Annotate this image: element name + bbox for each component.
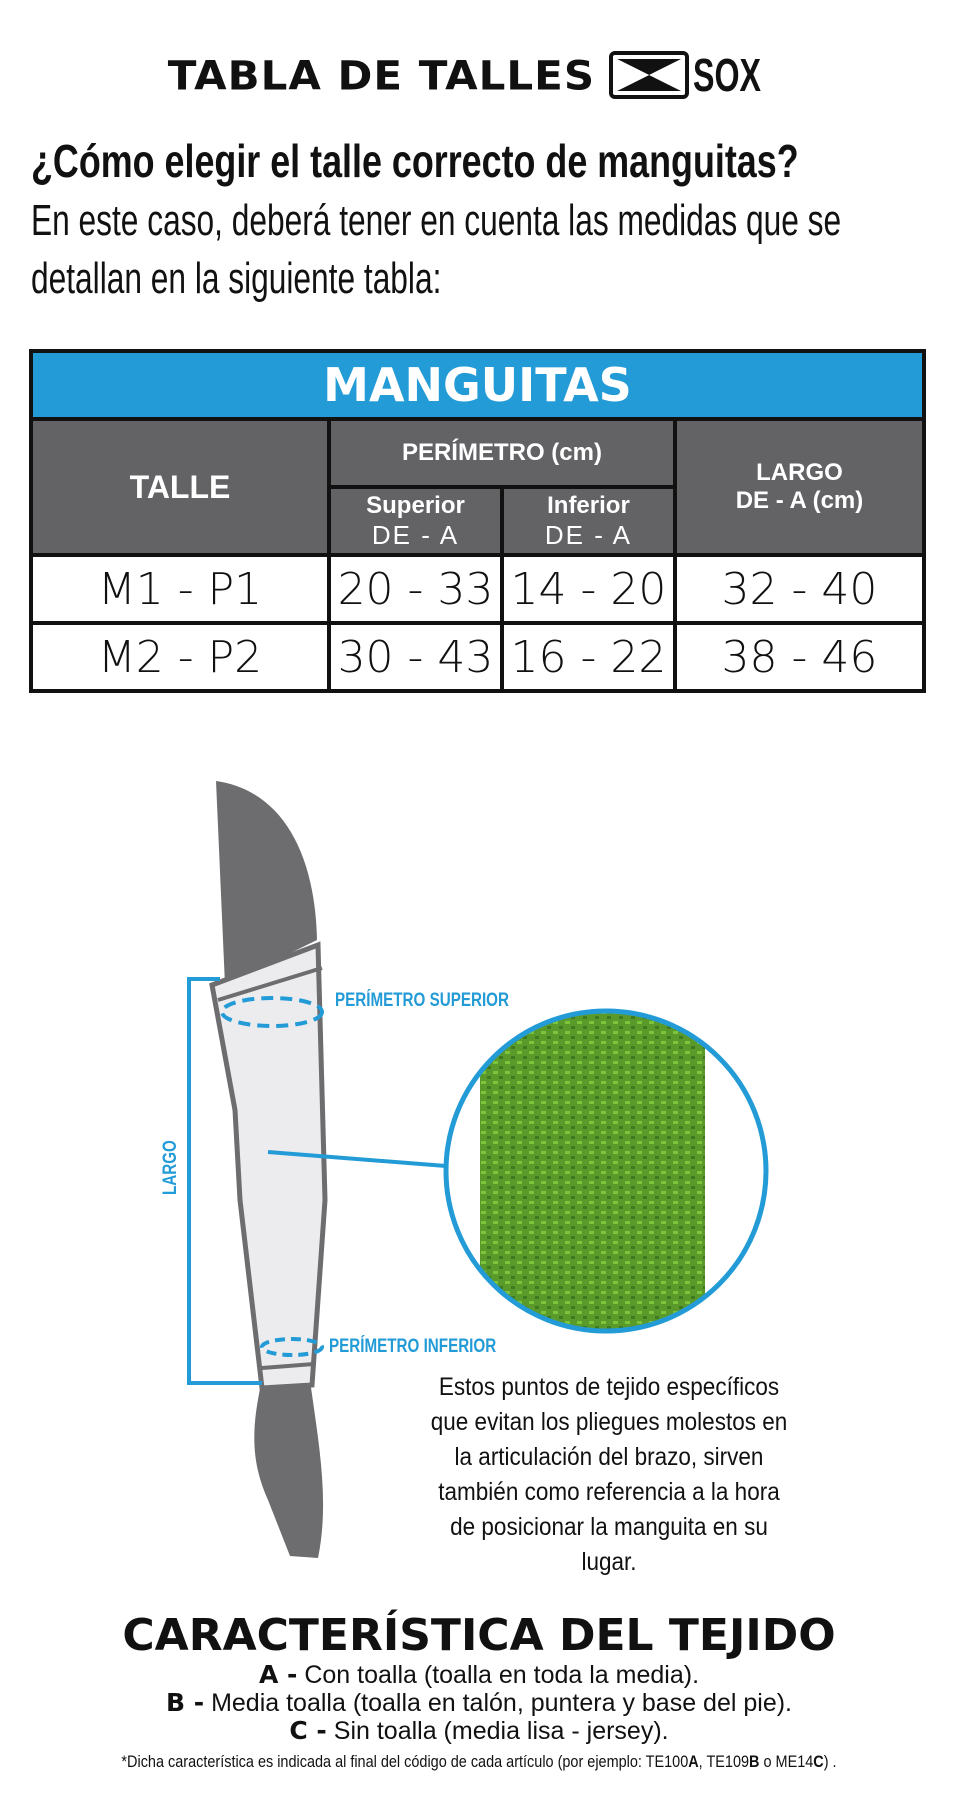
footnote-text: ) . [823,1752,837,1771]
largo-bracket [187,977,262,1385]
sox-logo: SOX [609,48,790,102]
perimeter-superior-marker [220,996,324,1028]
header-perimetro: PERÍMETRO (cm) [327,417,677,489]
feature-key: A - [258,1660,298,1689]
header-inferior-label: Inferior [547,491,630,519]
sox-logo-icon [609,51,690,99]
feature-text: Con toalla (toalla en toda la media). [304,1661,700,1689]
hand-shape [254,1380,324,1558]
footnote-text: o ME14 [759,1752,814,1771]
features-title: CARACTERÍSTICA DEL TEJIDO [122,1610,836,1661]
header-largo: LARGO DE - A (cm) [672,417,927,557]
feature-key: C - [289,1716,327,1745]
fabric-description: Estos puntos de tejido específicos que e… [430,1373,788,1576]
header-largo-sub: DE - A (cm) [735,487,864,514]
zoom-circle [443,1008,769,1334]
page-title: TABLA DE TALLES [167,51,596,99]
footnote-code: C [813,1752,824,1771]
cell-superior: 20 - 33 [327,553,504,625]
size-table: MANGUITAS TALLE PERÍMETRO (cm) LARGO DE … [29,349,927,693]
cell-largo: 32 - 40 [672,553,927,625]
fabric-closeup [446,1011,766,1331]
page-header: TABLA DE TALLES SOX [0,48,958,102]
cell-largo: 38 - 46 [672,621,927,693]
footnote-code: A [688,1752,699,1771]
table-row: M2 - P2 30 - 43 16 - 22 38 - 46 [29,621,927,693]
footnote-code: B [749,1752,760,1771]
label-perimetro-superior: PERÍMETRO SUPERIOR [335,990,509,1011]
feature-item: A - Con toalla (toalla en toda la media)… [0,1660,958,1690]
feature-item: B - Media toalla (toalla en talón, punte… [0,1688,958,1718]
cell-talle: M1 - P1 [29,553,331,625]
table-row: M1 - P1 20 - 33 14 - 20 32 - 40 [29,553,927,625]
header-largo-label: LARGO [756,459,843,486]
intro-text: En este caso, deberá tener en cuenta las… [31,196,842,303]
footnote: *Dicha característica es indicada al fin… [72,1752,886,1772]
perimeter-inferior-marker [260,1337,324,1357]
header-superior: Superior DE - A [327,485,504,557]
cell-superior: 30 - 43 [327,621,504,693]
sleeve-shape [209,941,328,1391]
header-superior-label: Superior [366,491,465,519]
header-inferior-range: DE - A [544,519,633,550]
cell-talle: M2 - P2 [29,621,331,693]
label-largo: LARGO [160,1140,181,1195]
question-heading: ¿Cómo elegir el talle correcto de mangui… [31,135,799,187]
feature-text: Media toalla (toalla en talón, puntera y… [211,1689,792,1717]
cell-inferior: 16 - 22 [499,621,677,693]
zoom-connector [267,1150,447,1168]
label-perimetro-inferior: PERÍMETRO INFERIOR [329,1336,497,1357]
arm-diagram [187,781,769,1558]
upper-arm-shape [216,781,317,985]
cell-inferior: 14 - 20 [499,553,677,625]
table-title: MANGUITAS [29,349,926,421]
feature-key: B - [165,1688,205,1717]
brand-name: SOX [693,49,762,101]
header-superior-range: DE - A [371,519,460,550]
feature-text: Sin toalla (media lisa - jersey). [333,1717,669,1745]
header-inferior: Inferior DE - A [499,485,677,557]
feature-item: C - Sin toalla (media lisa - jersey). [0,1716,958,1746]
header-talle: TALLE [29,417,331,557]
footnote-text: *Dicha característica es indicada al fin… [121,1752,689,1771]
footnote-text: , TE109 [698,1752,750,1771]
